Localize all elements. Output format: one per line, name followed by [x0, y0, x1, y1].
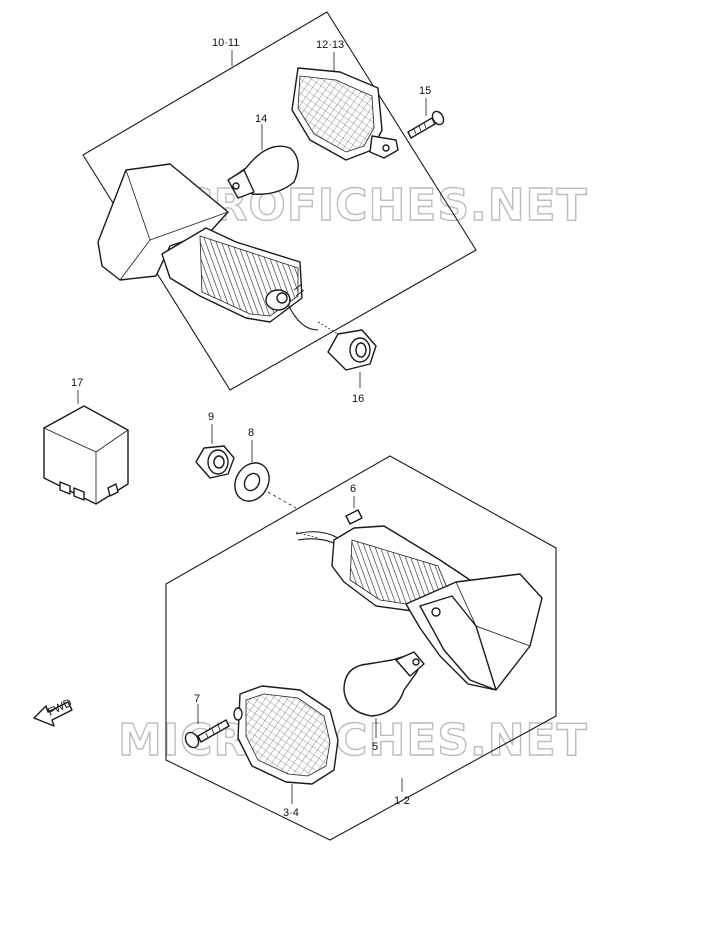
housing-part-10-11	[97, 163, 319, 331]
nut-part-16	[327, 329, 377, 371]
callout-14: 14	[255, 113, 267, 125]
callout-7: 7	[194, 693, 200, 705]
lower-leader-lines	[295, 531, 403, 792]
callout-8: 8	[248, 427, 254, 439]
callout-6: 6	[350, 483, 356, 495]
upper-assembly-frame	[82, 11, 477, 391]
upper-leader-lines	[231, 50, 427, 388]
callout-9: 9	[208, 411, 214, 423]
callout-17: 17	[71, 377, 83, 389]
callout-5: 5	[372, 741, 378, 753]
nut-part-9	[195, 424, 235, 479]
screw-part-7	[184, 704, 230, 749]
washer-part-8	[234, 440, 270, 502]
bulb-part-14	[227, 145, 299, 199]
housing-part-1-2	[295, 525, 543, 691]
callout-3-4: 3·4	[283, 807, 299, 819]
callout-1-2: 1·2	[394, 795, 410, 807]
lens-part-12-13	[291, 67, 399, 161]
lower-assembly-frame	[165, 455, 557, 841]
bulb-part-5	[343, 651, 425, 738]
callout-10-11: 10·11	[212, 37, 239, 49]
callout-12-13: 12·13	[316, 39, 344, 51]
relay-part-17	[43, 390, 129, 505]
lower-assembly	[165, 455, 557, 841]
upper-assembly	[82, 11, 477, 391]
pin-part-6	[345, 496, 363, 525]
dashed-axis-line	[267, 491, 297, 509]
callout-16: 16	[352, 393, 364, 405]
lens-part-3-4	[233, 685, 339, 804]
callout-15: 15	[419, 85, 431, 97]
screw-part-15	[407, 110, 445, 139]
forward-arrow-icon: FWD	[33, 697, 74, 727]
